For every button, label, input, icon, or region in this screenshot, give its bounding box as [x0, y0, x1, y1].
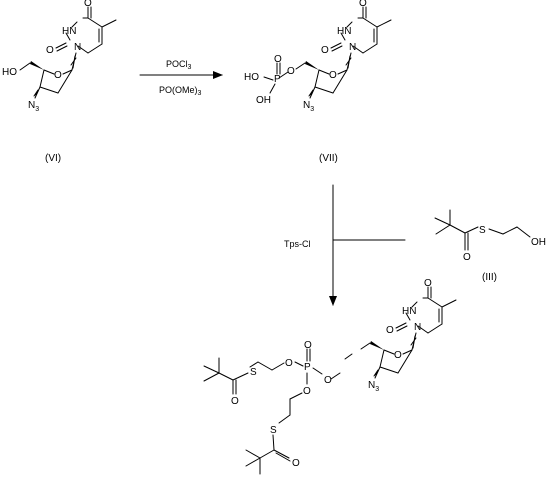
oxygen-atom: O — [292, 458, 300, 469]
sulfur-atom: S — [479, 225, 486, 236]
oxygen-atom: O — [287, 66, 295, 77]
oxygen-atom: O — [231, 396, 239, 407]
compound-label-vii: (VII) — [319, 153, 338, 164]
reagent-trimethyl-phosphate: PO(OMe)3 — [159, 85, 202, 97]
reagent-tps-cl: Tps-Cl — [284, 239, 311, 249]
hydroxyl-label: HO — [244, 72, 259, 83]
phosphorus-atom: P — [304, 362, 311, 373]
hydroxyl-label: OH — [531, 237, 546, 248]
compound-iii-structure: S O OH — [434, 209, 546, 263]
product-structure — [344, 277, 457, 394]
oxygen-atom: O — [274, 54, 282, 65]
oxygen-atom: O — [303, 386, 311, 397]
oxygen-atom: O — [463, 252, 471, 263]
sulfur-atom: S — [270, 425, 277, 436]
hydroxyl-label: OH — [256, 95, 271, 106]
compound-vii-structure — [278, 0, 392, 114]
oxygen-atom: O — [324, 375, 332, 386]
reagent-pocl3: POCl3 — [166, 59, 192, 71]
phosphate-group-vii: O P O HO OH — [244, 54, 295, 106]
compound-vi-structure: HO — [2, 0, 117, 114]
phosphorus-atom: P — [274, 74, 281, 85]
oxygen-atom: O — [285, 358, 293, 369]
compound-label-iii: (III) — [482, 272, 497, 283]
oxygen-atom: O — [304, 340, 312, 351]
hydroxyl-label: HO — [2, 67, 17, 78]
sulfur-atom: S — [250, 367, 257, 378]
phosphotriester-group: P O O O S O O S O — [203, 340, 341, 475]
compound-label-vi: (VI) — [45, 153, 61, 164]
